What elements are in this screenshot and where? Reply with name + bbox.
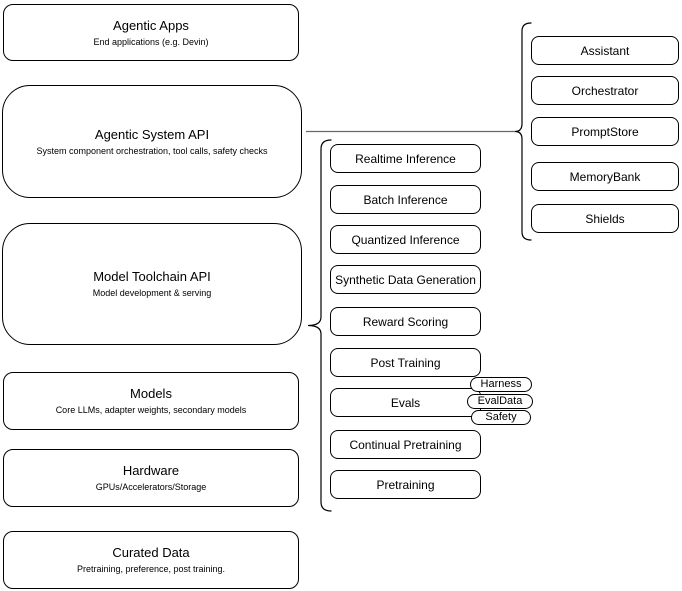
node-post-training: Post Training [330,348,481,377]
node-label: Continual Pretraining [349,437,462,452]
node-label: Synthetic Data Generation [335,272,476,287]
node-title: Curated Data [112,545,190,560]
node-label: Orchestrator [571,83,639,98]
node-hardware: Hardware GPUs/Accelerators/Storage [3,449,299,507]
node-quantized-inference: Quantized Inference [330,225,481,254]
node-models: Models Core LLMs, adapter weights, secon… [3,372,299,430]
node-assistant: Assistant [531,36,679,65]
node-evals: Evals [330,388,481,417]
node-label: PromptStore [571,124,639,139]
tag-label: Safety [485,411,517,423]
node-agentic-apps: Agentic Apps End applications (e.g. Devi… [3,4,299,61]
node-curated-data: Curated Data Pretraining, preference, po… [3,531,299,589]
node-subtitle: Pretraining, preference, post training. [76,564,226,574]
node-shields: Shields [531,204,679,233]
node-subtitle: Core LLMs, adapter weights, secondary mo… [55,405,247,415]
system-brace [514,22,532,241]
node-label: Realtime Inference [355,151,456,166]
node-subtitle: End applications (e.g. Devin) [93,36,209,47]
tag-label: EvalData [477,395,523,407]
toolchain-brace [307,139,332,512]
node-subtitle: Model development & serving [92,288,212,298]
node-synthetic-data-generation: Synthetic Data Generation [330,265,481,294]
node-promptstore: PromptStore [531,117,679,146]
node-title: Models [130,386,172,401]
node-label: Pretraining [376,477,435,492]
node-orchestrator: Orchestrator [531,76,679,105]
node-batch-inference: Batch Inference [330,185,481,214]
node-label: Quantized Inference [351,232,460,247]
tag-harness: Harness [470,377,532,392]
node-title: Model Toolchain API [93,269,211,284]
node-label: Assistant [580,43,630,58]
node-title: Agentic System API [94,126,210,142]
tag-label: Harness [480,378,522,390]
node-title: Hardware [122,463,180,478]
node-title: Agentic Apps [113,17,189,33]
tag-evaldata: EvalData [467,394,533,409]
tag-safety: Safety [471,410,531,425]
node-label: Shields [585,211,625,226]
node-continual-pretraining: Continual Pretraining [330,430,481,459]
node-label: Post Training [370,355,441,370]
node-pretraining: Pretraining [330,470,481,499]
node-subtitle: GPUs/Accelerators/Storage [95,482,207,492]
node-memorybank: MemoryBank [531,162,679,191]
node-label: Evals [390,395,421,410]
node-agentic-system-api: Agentic System API System component orch… [2,85,302,198]
node-subtitle: System component orchestration, tool cal… [36,145,268,156]
node-label: Reward Scoring [362,314,449,329]
node-reward-scoring: Reward Scoring [330,307,481,336]
node-label: MemoryBank [569,169,641,184]
node-model-toolchain-api: Model Toolchain API Model development & … [2,223,302,345]
node-label: Batch Inference [363,192,448,207]
node-realtime-inference: Realtime Inference [330,144,481,173]
